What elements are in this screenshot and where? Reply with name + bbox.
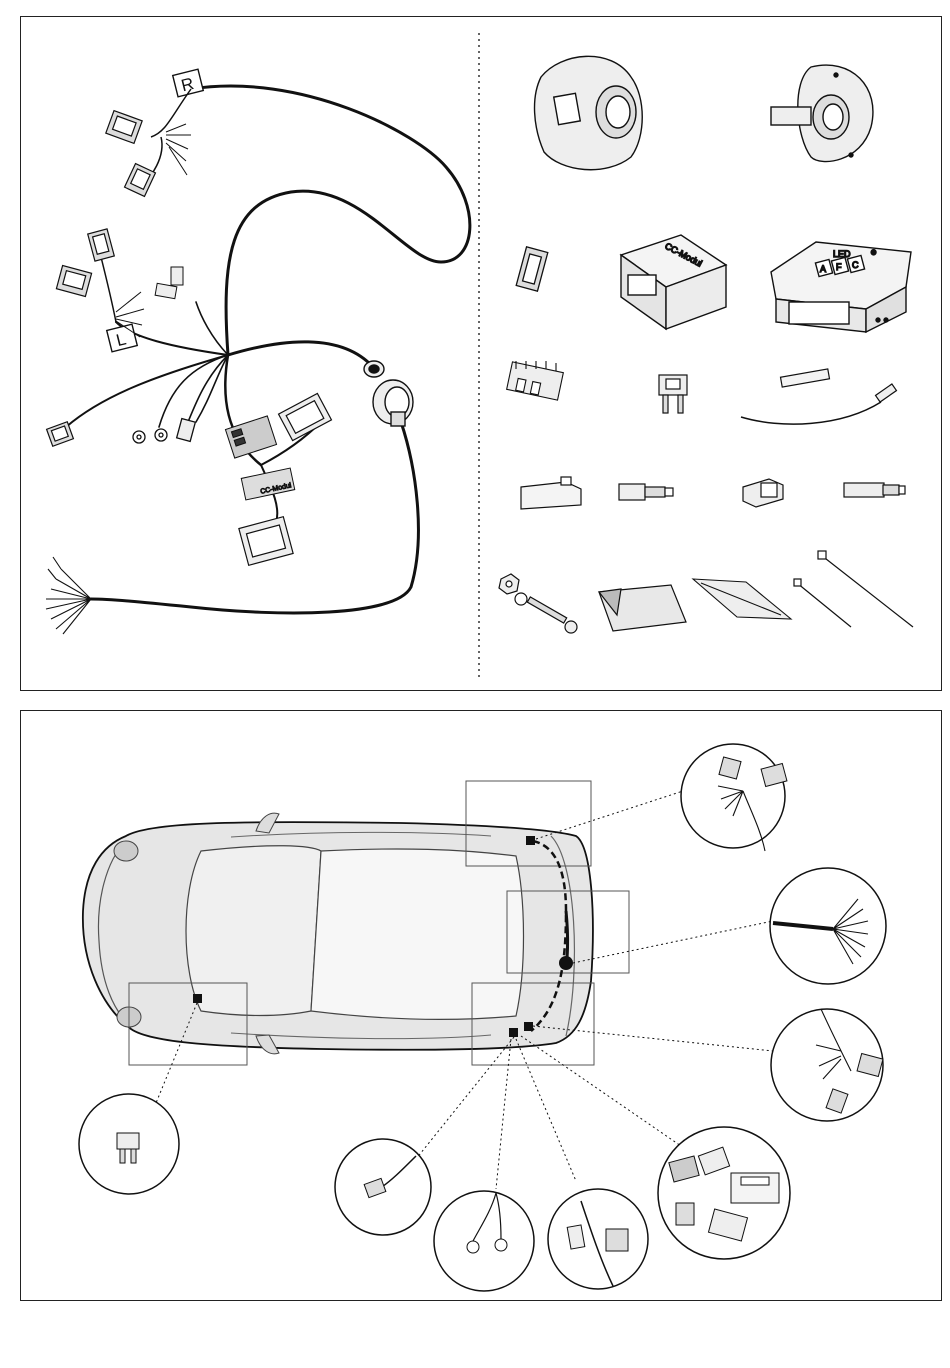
cable-tray-clip [521,477,581,509]
harness-trunk-socket [228,342,373,367]
car-diagram [21,711,943,1302]
wire-tail-ends [46,557,91,634]
harness-branch-plug [196,355,228,422]
screw-nut-washer [499,574,577,633]
led-reg-mark: ® [871,249,877,257]
cable-ties [794,551,913,627]
relay-plug [516,247,548,291]
module-tag-1 [225,416,276,458]
plug-housing [743,479,783,507]
detail-circle-ring-terminals [434,1191,534,1291]
module-tag-2: CC-Modul [241,468,294,500]
multi-pin-connector-lower [239,517,293,566]
detail-circle-fuse [79,1094,179,1194]
installation-overview-panel [20,710,942,1301]
car-top-view [83,813,593,1054]
lamp-connectors-left [56,229,144,337]
tag-left: L [107,324,138,352]
detail-circle-plug-terminal [548,1189,648,1289]
detail-circle-lamp-connector [335,1139,431,1235]
parts-diagram: R L [21,17,943,692]
led-letter-a: A [820,264,826,274]
harness-loop-right [191,86,470,355]
detail-circle-right-lamp [681,744,787,851]
socket-grommet [364,361,413,426]
led-afc-module: LED A F C ® [771,242,911,332]
trailer-socket [535,56,643,169]
led-letter-c: C [852,260,859,270]
car-roof [311,849,524,1019]
socket-mounting-plate [771,65,873,161]
inline-fuse-wire [741,369,896,424]
harness-branch-plug-top [196,302,228,355]
ring-terminals [133,419,195,443]
mini-fuse [659,375,687,413]
multi-pin-connector-upper [279,393,332,440]
small-plugs-top [155,267,183,299]
cc-module-box: CC-Modul [621,235,726,329]
detail-circle-modules [658,1127,790,1259]
flat-pin-connector [619,484,673,500]
harness-and-parts-panel: R L [20,16,942,691]
detail-circle-wire-tail [770,868,886,984]
instruction-sheet [693,579,791,619]
terminal-block [507,361,564,400]
detail-circle-left-lamp [771,1009,883,1121]
lamp-connectors-right [106,89,191,196]
led-letter-f: F [836,262,842,272]
spade-terminal [844,483,905,497]
sealing-foil [599,585,686,631]
